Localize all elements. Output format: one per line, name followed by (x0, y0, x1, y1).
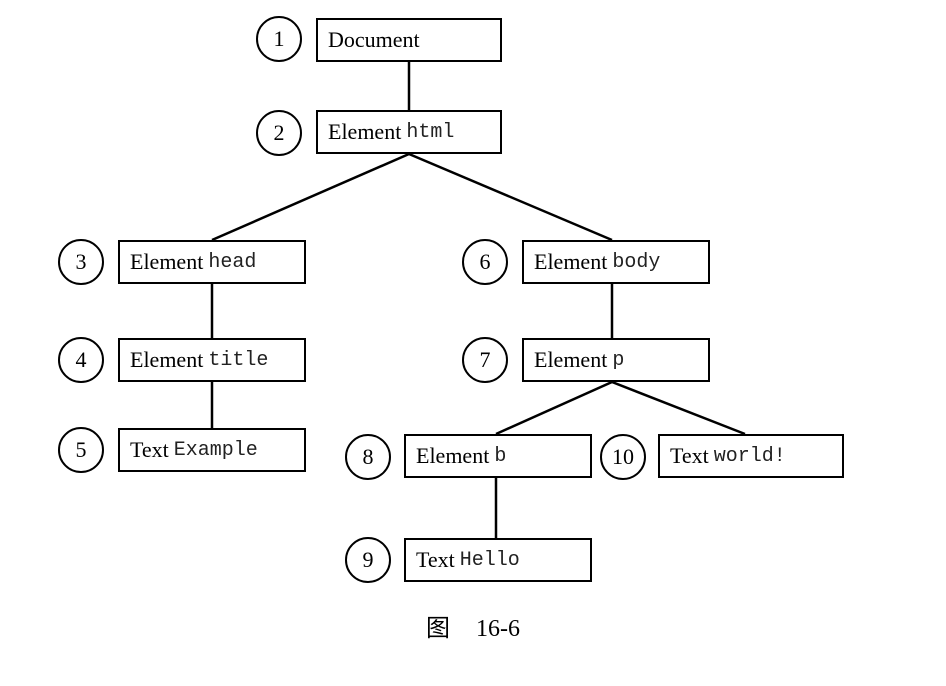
node-number-badge: 10 (600, 434, 646, 480)
node-box-text-world: Text world! (658, 434, 844, 478)
figure-caption-prefix: 图 (426, 616, 450, 642)
node-kind-label: Element (534, 347, 608, 372)
node-kind-label: Element (534, 249, 608, 274)
node-kind-label: Text (130, 437, 169, 462)
node-box-element-head: Element head (118, 240, 306, 284)
node-box-element-html: Element html (316, 110, 502, 154)
node-number-badge: 7 (462, 337, 508, 383)
node-tag-label: head (208, 250, 257, 274)
node-number-badge: 3 (58, 239, 104, 285)
node-number-badge: 4 (58, 337, 104, 383)
node-tag-label: b (494, 444, 507, 468)
node-kind-label: Element (416, 443, 490, 468)
node-box-element-body: Element body (522, 240, 710, 284)
node-kind-label: Element (130, 347, 204, 372)
figure-caption: 图 16-6 (0, 608, 946, 643)
node-kind-label: Text (670, 443, 709, 468)
node-number-badge: 6 (462, 239, 508, 285)
node-box-element-title: Element title (118, 338, 306, 382)
node-tag-label: body (612, 250, 661, 274)
figure-caption-number: 16-6 (476, 616, 520, 642)
node-number-badge: 1 (256, 16, 302, 62)
node-kind-label: Element (130, 249, 204, 274)
node-box-element-b: Element b (404, 434, 592, 478)
node-box-element-p: Element p (522, 338, 710, 382)
tree-edge (211, 152, 410, 242)
tree-edge (408, 152, 613, 242)
node-number-badge: 5 (58, 427, 104, 473)
node-kind-label: Text (416, 547, 455, 572)
node-number-badge: 2 (256, 110, 302, 156)
node-number-badge: 9 (345, 537, 391, 583)
node-box-document: Document (316, 18, 502, 62)
node-tag-label: html (406, 120, 455, 144)
node-kind-label: Document (328, 27, 420, 52)
tree-edge (611, 380, 746, 436)
node-tag-label: p (612, 348, 625, 372)
node-tag-label: title (208, 348, 269, 372)
tree-edge (495, 380, 613, 436)
node-kind-label: Element (328, 119, 402, 144)
node-box-text-hello: Text Hello (404, 538, 592, 582)
node-tag-label: Example (173, 438, 258, 462)
node-number-badge: 8 (345, 434, 391, 480)
node-tag-label: world! (713, 444, 786, 468)
node-tag-label: Hello (459, 548, 520, 572)
node-box-text-example: Text Example (118, 428, 306, 472)
